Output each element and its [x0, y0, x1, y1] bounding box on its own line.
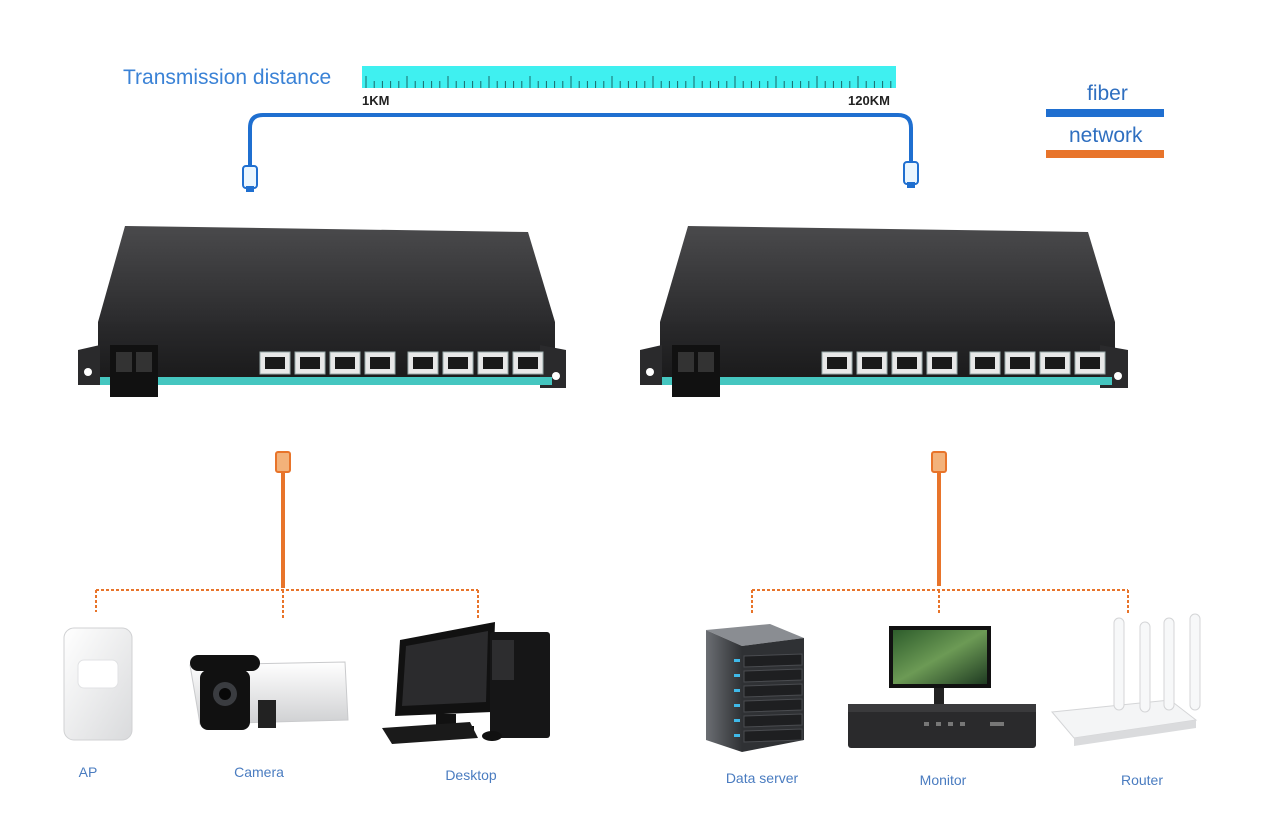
rj45-connector-left-icon	[275, 451, 291, 473]
fiber-connector-left-icon	[242, 165, 258, 192]
device-label-router: Router	[1120, 772, 1164, 788]
diagram-title: Transmission distance	[123, 66, 332, 89]
distance-scale-bar	[362, 66, 896, 88]
fiber-connector-right-icon	[903, 161, 919, 188]
device-label-data-server: Data server	[725, 770, 799, 786]
access-point-icon	[63, 627, 133, 741]
distance-end-label: 120KM	[848, 93, 890, 108]
device-label-ap: AP	[78, 764, 98, 780]
fiber-switch-left	[78, 226, 566, 397]
camera-icon	[189, 655, 349, 730]
fiber-switch-right	[640, 226, 1128, 397]
rj45-connector-right-icon	[931, 451, 947, 473]
device-label-desktop: Desktop	[445, 767, 497, 783]
device-label-camera: Camera	[234, 764, 284, 780]
server-icon	[706, 624, 804, 752]
monitor-icon	[848, 626, 1036, 748]
router-icon	[1051, 613, 1201, 746]
device-label-monitor: Monitor	[919, 772, 967, 788]
fiber-line	[248, 113, 913, 178]
legend-network-label: network	[1069, 124, 1143, 147]
legend-fiber-label: fiber	[1087, 82, 1128, 105]
network-tree-right	[751, 451, 1129, 614]
legend-network-swatch	[1046, 150, 1164, 158]
desktop-icon	[382, 622, 550, 744]
distance-start-label: 1KM	[362, 93, 390, 108]
legend-fiber-swatch	[1046, 109, 1164, 117]
network-tree-left	[95, 451, 479, 618]
